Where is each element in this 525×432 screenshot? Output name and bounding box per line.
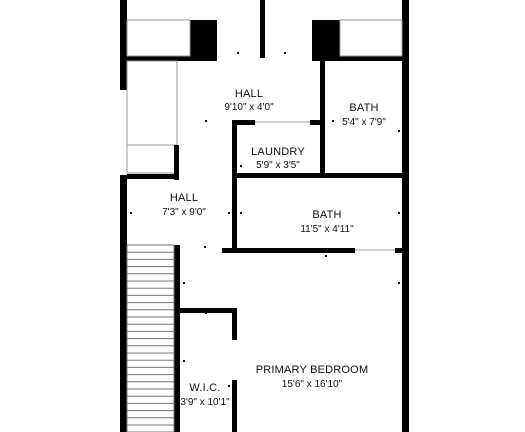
bath-center-bottom-wall — [222, 248, 402, 253]
outer-wall-left-top — [120, 0, 127, 90]
staircase — [126, 244, 175, 432]
room-dims-primary-bedroom: 15'6" x 16'10" — [282, 379, 343, 390]
room-name-bath-right: BATH — [349, 102, 378, 114]
wic-door-gap — [232, 340, 237, 380]
laundry-left-wall — [232, 120, 237, 250]
outer-wall-left-bottom — [120, 175, 127, 432]
room-dims-bath-center: 11'5" x 4'11" — [300, 224, 354, 235]
outer-wall-right — [402, 0, 409, 432]
top-left-chimney — [190, 20, 217, 60]
room-dims-laundry: 5'9" x 3'5" — [256, 160, 300, 171]
room-dims-hall-upper: 9'10" x 4'0" — [224, 102, 274, 113]
left-closet-lower — [126, 144, 178, 174]
top-right-room-bottom-wall — [312, 56, 402, 61]
wic-top-wall — [180, 308, 236, 313]
bath-right-bottom-wall — [236, 173, 402, 178]
top-left-room-bottom-wall — [127, 56, 217, 61]
stair-right-wall — [174, 245, 180, 432]
room-dims-bath-right: 5'4" x 7'9" — [342, 117, 386, 128]
top-divider-wall — [260, 0, 265, 58]
room-dims-hall-left: 7'3" x 9'0" — [162, 207, 206, 218]
room-name-primary-bedroom: PRIMARY BEDROOM — [256, 364, 369, 376]
top-right-chimney — [312, 20, 340, 60]
room-name-laundry: LAUNDRY — [251, 146, 305, 158]
top-left-counter — [126, 19, 191, 57]
bath-right-left-wall — [320, 61, 325, 176]
door-markers — [130, 52, 400, 387]
top-right-counter — [339, 19, 403, 57]
left-closet-wall — [174, 145, 179, 180]
room-dims-wic: 3'9" x 10'1" — [180, 397, 230, 408]
left-closet-top-wall — [127, 174, 179, 179]
room-name-hall-upper: HALL — [235, 88, 263, 100]
room-name-wic: W.I.C. — [189, 382, 220, 394]
room-name-hall-left: HALL — [170, 192, 198, 204]
room-name-bath-center: BATH — [312, 209, 341, 221]
left-closet-upper — [126, 60, 178, 174]
